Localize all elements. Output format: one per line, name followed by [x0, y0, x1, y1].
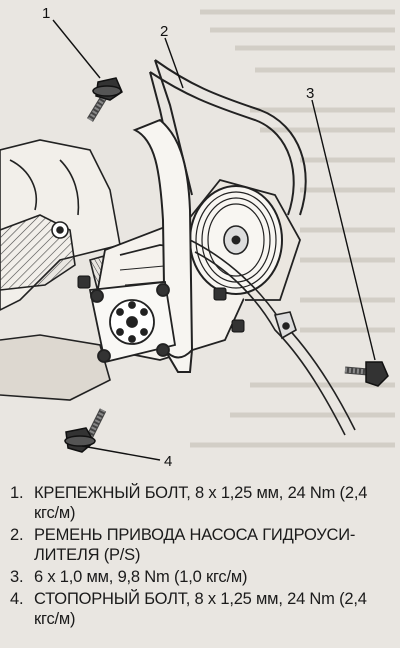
- power-steering-pump-diagram: 1 2 3 4: [0, 5, 395, 470]
- callout-4: 4: [164, 453, 172, 470]
- legend-number: 2.: [10, 526, 24, 544]
- legend-item: 4. СТОПОРНЫЙ БОЛТ, 8 x 1,25 мм, 24 Nm (2…: [0, 589, 400, 629]
- legend-number: 3.: [10, 568, 24, 586]
- legend-text: СТОПОРНЫЙ БОЛТ, 8 x 1,25 мм, 24 Nm (2,4 …: [34, 590, 367, 628]
- pump-flange: [88, 281, 177, 364]
- legend-item: 1. КРЕПЕЖНЫЙ БОЛТ, 8 x 1,25 мм, 24 Nm (2…: [0, 483, 400, 523]
- legend-text: РЕМЕНЬ ПРИВОДА НАСОСА ГИДРОУСИ-ЛИТЕЛЯ (P…: [34, 526, 356, 564]
- pressure-line: [189, 239, 356, 436]
- legend-text: 6 x 1,0 мм, 9,8 Nm (1,0 кгс/м): [34, 568, 248, 586]
- callout-2: 2: [160, 23, 168, 40]
- pump-pulley: [189, 185, 283, 295]
- engine-block: [0, 139, 142, 401]
- pump-bracket-bolts: [77, 275, 245, 333]
- legend-text: КРЕПЕЖНЫЙ БОЛТ, 8 x 1,25 мм, 24 Nm (2,4 …: [34, 484, 368, 522]
- lock-bolt-4: [64, 408, 107, 453]
- parts-legend: 1. КРЕПЕЖНЫЙ БОЛТ, 8 x 1,25 мм, 24 Nm (2…: [0, 483, 400, 648]
- legend-item: 2. РЕМЕНЬ ПРИВОДА НАСОСА ГИДРОУСИ-ЛИТЕЛЯ…: [0, 525, 400, 565]
- legend-number: 4.: [10, 590, 24, 608]
- background-text-lines: [190, 9, 395, 448]
- bolt-3: [344, 361, 389, 387]
- callout-1: 1: [42, 5, 50, 22]
- mounting-bolt-1: [87, 77, 123, 122]
- legend-item: 3. 6 x 1,0 мм, 9,8 Nm (1,0 кгс/м): [0, 567, 400, 587]
- callout-3: 3: [306, 85, 314, 102]
- legend-number: 1.: [10, 484, 24, 502]
- leader-lines: [52, 19, 376, 461]
